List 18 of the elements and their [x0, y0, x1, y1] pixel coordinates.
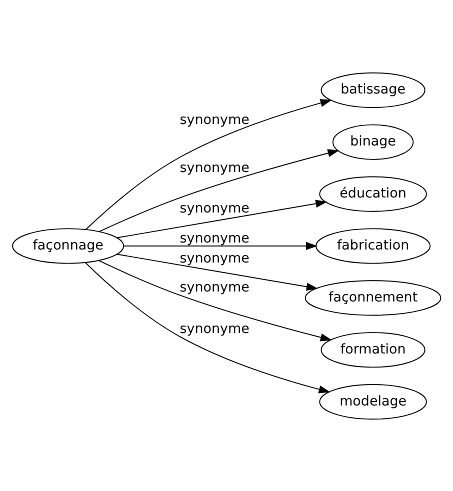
- edge-label: synonyme: [180, 230, 250, 246]
- arrow: [116, 253, 318, 290]
- node-ellipse: éducation: [319, 176, 427, 212]
- edge-label: synonyme: [180, 201, 250, 216]
- node-ellipse: binage: [332, 124, 414, 160]
- node-ellipse: façonnage: [12, 228, 124, 264]
- edge-label: synonyme: [180, 160, 250, 176]
- edge-label: synonyme: [180, 112, 250, 128]
- arrow: [84, 262, 330, 393]
- edge-label: synonyme: [180, 321, 250, 336]
- arrow: [116, 199, 328, 238]
- node-ellipse: fabrication: [316, 228, 431, 264]
- arrow: [99, 148, 340, 232]
- arrow: [98, 260, 332, 341]
- edge-label: synonyme: [180, 280, 250, 295]
- edge-label: synonyme: [180, 251, 250, 266]
- arrow: [123, 241, 318, 250]
- arrow: [86, 98, 332, 230]
